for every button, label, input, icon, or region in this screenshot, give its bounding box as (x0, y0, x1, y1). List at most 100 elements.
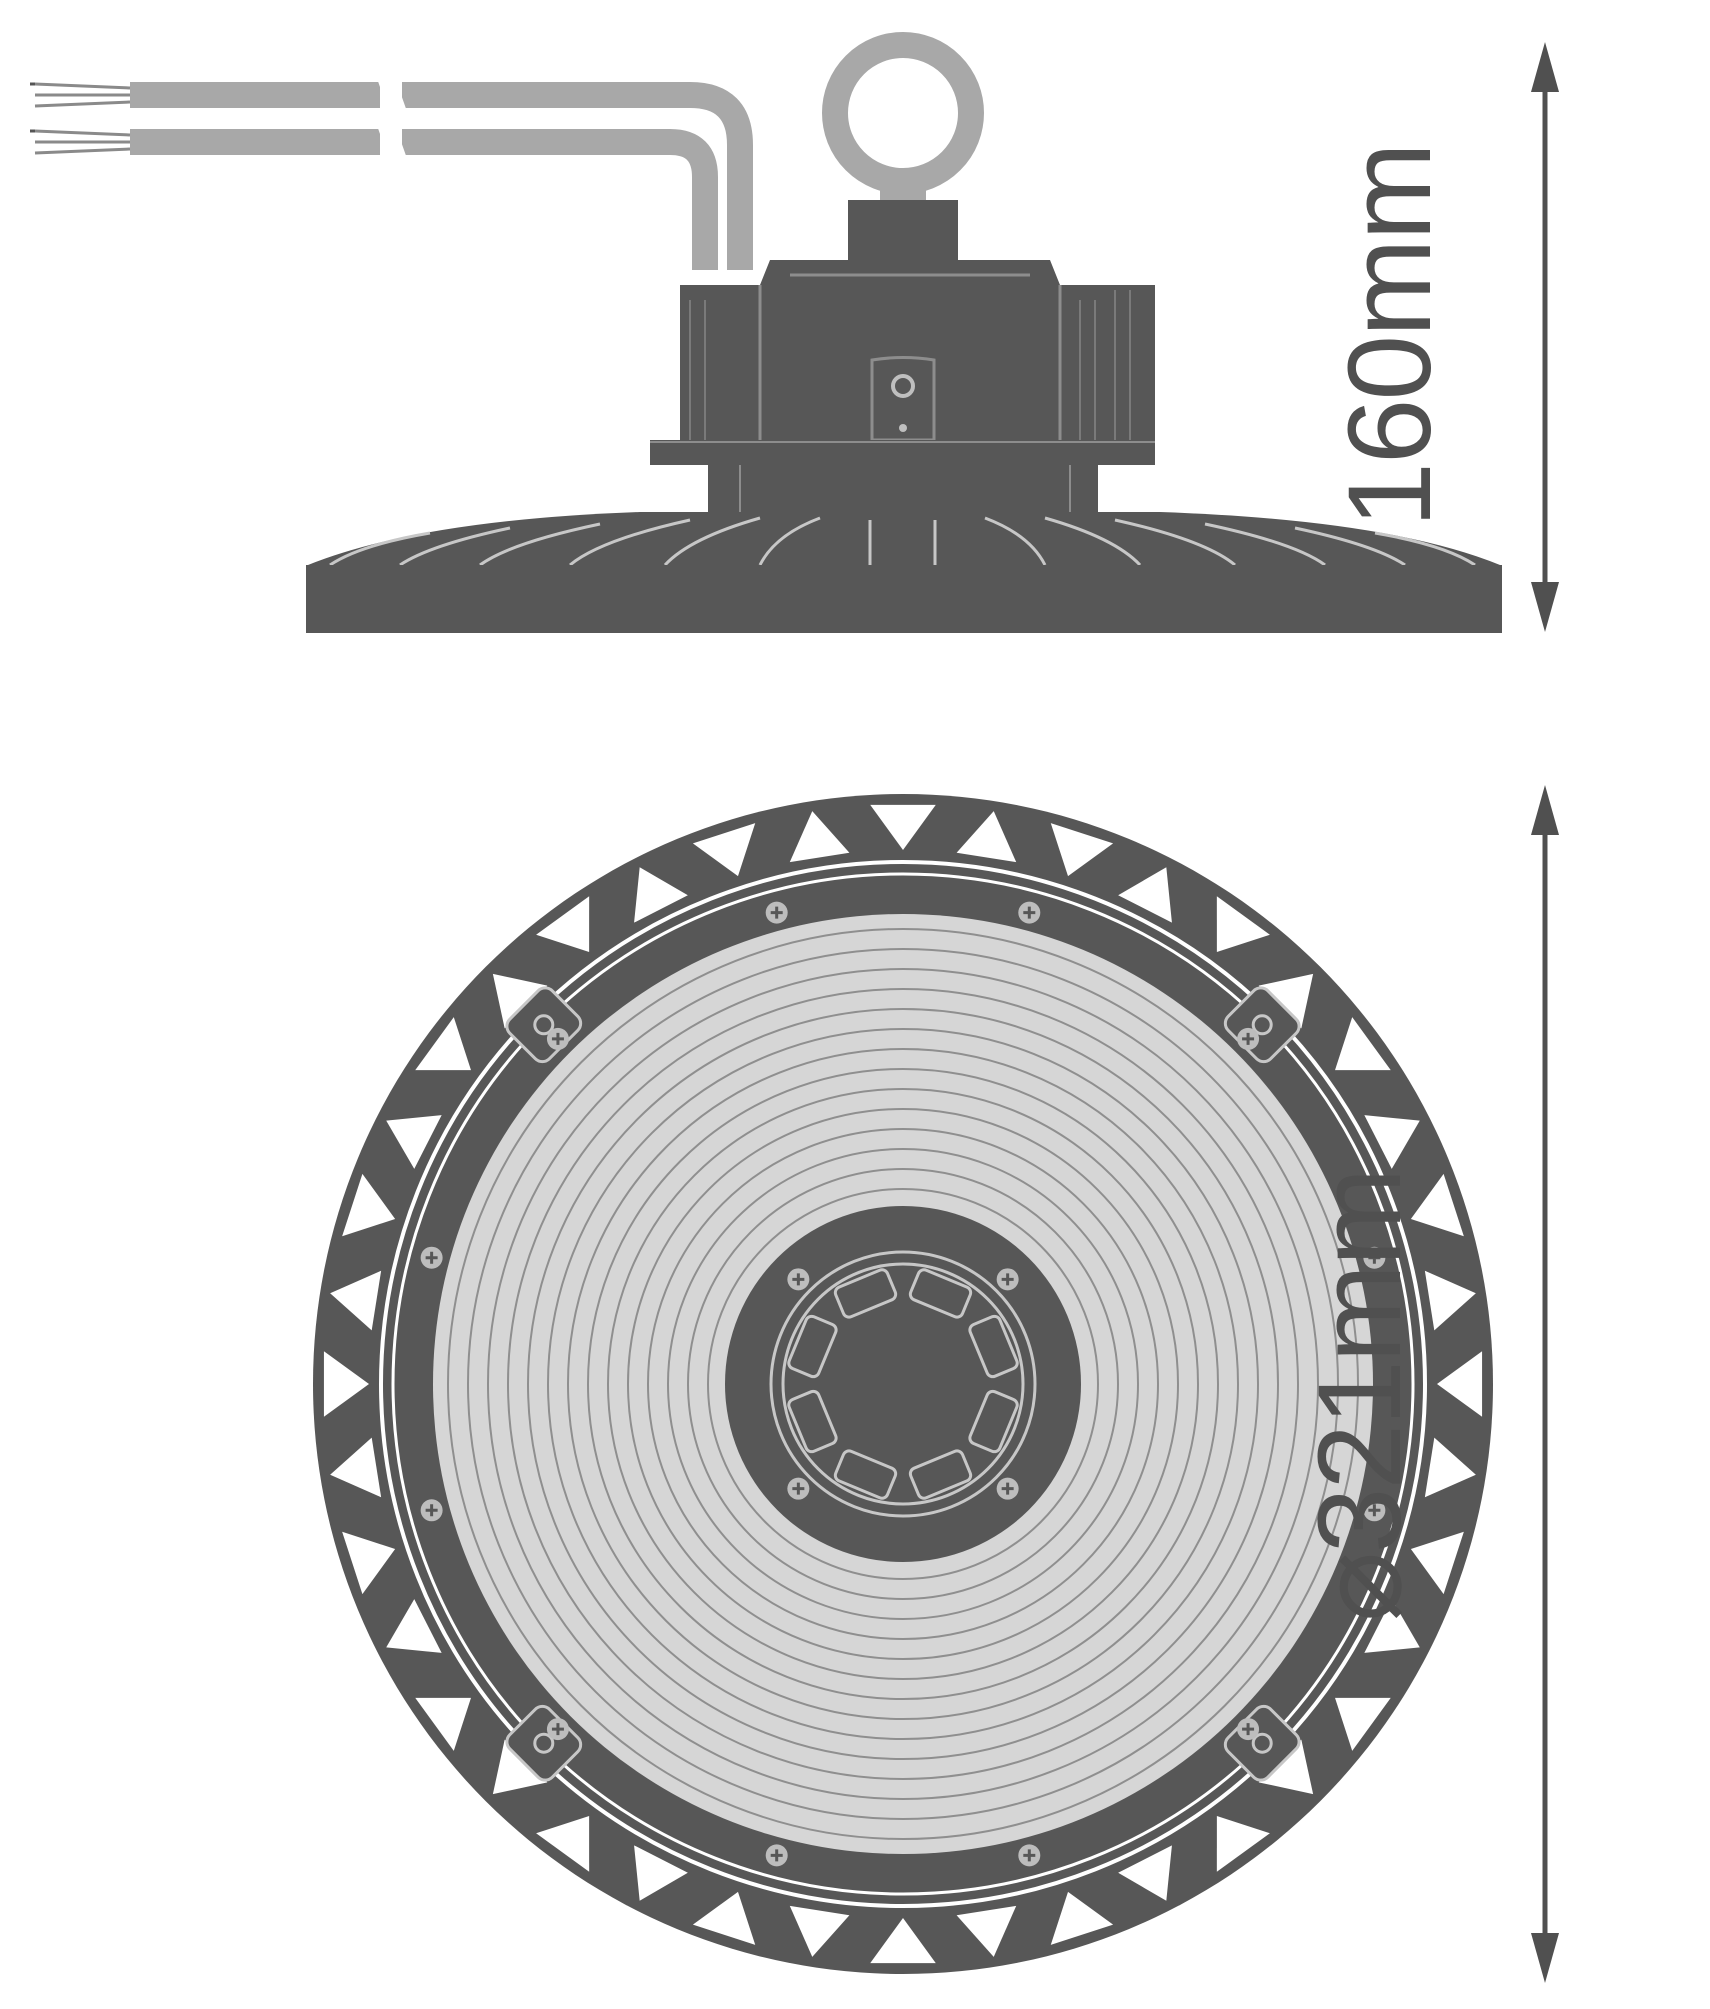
fin-slot (956, 1905, 1017, 1957)
fin-slot (870, 804, 936, 850)
screw-slot (1368, 1251, 1381, 1264)
fin-slot (1410, 1173, 1464, 1237)
fin-slot (386, 1599, 442, 1653)
hub-segment (787, 1314, 838, 1379)
fin-slot (1216, 1816, 1270, 1872)
screw-icon (420, 1499, 443, 1522)
lens-ring (487, 968, 1319, 1800)
lens-ring (507, 988, 1299, 1780)
lens-ring (707, 1188, 1099, 1580)
fin-slot (415, 1697, 471, 1751)
screw-slot (1242, 1032, 1255, 1045)
screw-icon (787, 1477, 810, 1500)
height-dimension-line (1531, 42, 1559, 632)
fin-slot (536, 896, 590, 952)
screw-slot (425, 1251, 438, 1264)
lens-ring (527, 1008, 1279, 1760)
fin-slot (1437, 1351, 1483, 1417)
fin-slot (1364, 1115, 1420, 1169)
screw-icon (1363, 1246, 1386, 1269)
fin-slot (1118, 1845, 1172, 1901)
fin-slot (342, 1173, 396, 1237)
fin-slot (692, 823, 756, 877)
center-hub (725, 1206, 1081, 1562)
fin-slot (1335, 1697, 1391, 1751)
lens-ring (567, 1048, 1239, 1720)
fin-slot (1050, 1891, 1114, 1945)
fin-slot (1424, 1270, 1476, 1331)
fin-slot (386, 1115, 442, 1169)
cable-bundle (30, 77, 753, 270)
height-dimension-label: 160mm (1324, 144, 1456, 528)
hub-segment (908, 1268, 973, 1319)
fin-slot (634, 1845, 688, 1901)
screw-icon (996, 1477, 1019, 1500)
screw-slot (1023, 1849, 1036, 1862)
fin-slot (1410, 1531, 1464, 1595)
screw-icon (787, 1268, 810, 1291)
hub-segment (968, 1389, 1019, 1454)
fin-slot (1050, 823, 1114, 877)
hub-screws (787, 1268, 1019, 1500)
screw-slot (792, 1482, 805, 1495)
lens-ring (467, 948, 1339, 1820)
fin-slot (634, 867, 688, 923)
top-view (313, 785, 1559, 1983)
lens-ring (587, 1068, 1219, 1700)
fin-slot (1216, 896, 1270, 952)
screw-icon (1018, 901, 1041, 924)
fin-slot (342, 1531, 396, 1595)
screw-icon (420, 1246, 443, 1269)
screw-slot (770, 906, 783, 919)
fin-slot (330, 1270, 382, 1331)
screw-slot (1001, 1273, 1014, 1286)
lens-ring (447, 928, 1359, 1840)
fin-slot (536, 1816, 590, 1872)
screw-icon (546, 1027, 569, 1050)
fin-slot (1258, 973, 1314, 1029)
screw-slot (1001, 1482, 1014, 1495)
screw-slot (792, 1273, 805, 1286)
fin-slot (492, 973, 548, 1029)
screw-slot (1368, 1504, 1381, 1517)
screw-icon (1237, 1718, 1260, 1741)
lens-ring (627, 1108, 1179, 1660)
outer-screws (420, 901, 1386, 1867)
lens-ring (547, 1028, 1259, 1740)
lens-ring (607, 1088, 1199, 1680)
driver-housing (650, 260, 1155, 520)
side-view (30, 32, 1559, 633)
hub-segment (968, 1314, 1019, 1379)
fin-slot (1424, 1437, 1476, 1498)
lens-rings (447, 928, 1359, 1840)
screw-icon (546, 1718, 569, 1741)
fin-slot (1118, 867, 1172, 923)
fin-slot (415, 1017, 471, 1071)
screw-icon (765, 901, 788, 924)
screw-slot (1242, 1723, 1255, 1736)
screw-slot (425, 1504, 438, 1517)
screw-icon (1018, 1844, 1041, 1867)
screw-slot (770, 1849, 783, 1862)
fin-slot (330, 1437, 382, 1498)
hub-segment (833, 1449, 898, 1500)
screw-icon (1363, 1499, 1386, 1522)
fin-slot (956, 811, 1017, 863)
screw-icon (996, 1268, 1019, 1291)
eye-bolt (822, 32, 984, 288)
fin-slot (870, 1918, 936, 1964)
fin-slot (692, 1891, 756, 1945)
screw-icon (765, 1844, 788, 1867)
fin-slot (1335, 1017, 1391, 1071)
fin-slot (789, 1905, 850, 1957)
fin-slot (1364, 1599, 1420, 1653)
diameter-dimension-label: ⌀321mm (1294, 1169, 1426, 1623)
lens-ring (667, 1148, 1139, 1620)
lens-ring (647, 1128, 1159, 1640)
fin-slot (1258, 1739, 1314, 1795)
hub-segment (787, 1389, 838, 1454)
diameter-dimension-line (1531, 785, 1559, 1983)
hub-segment (833, 1268, 898, 1319)
screw-slot (1023, 906, 1036, 919)
fin-slots (323, 804, 1483, 1964)
